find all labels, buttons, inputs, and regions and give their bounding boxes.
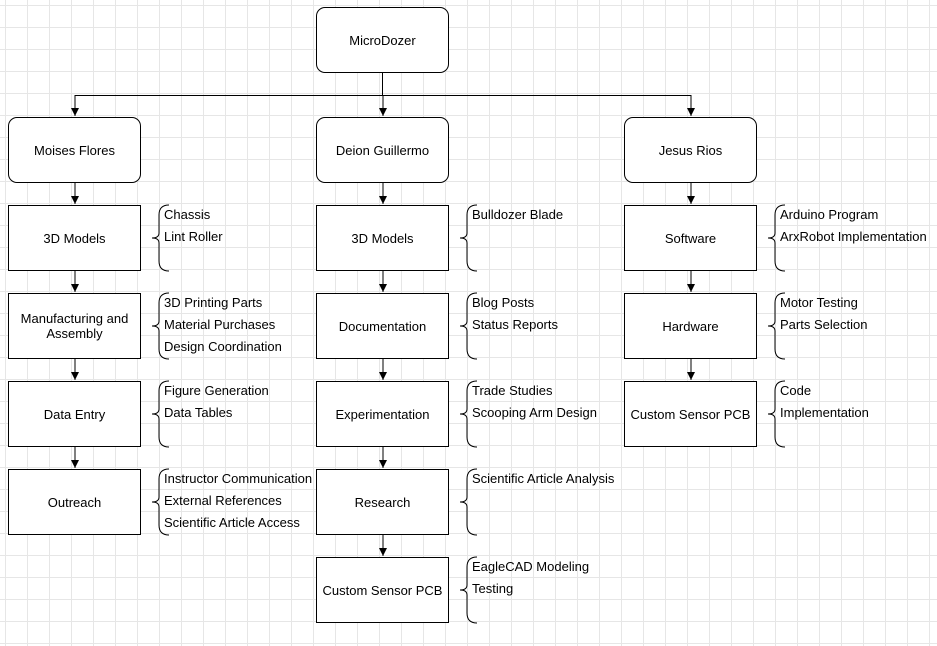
annotation-item: Instructor Communication	[164, 471, 313, 486]
annotation-item: Arduino Program	[780, 207, 879, 222]
annotation-brace	[151, 380, 170, 448]
annotation-brace	[767, 380, 786, 448]
annotation-item: Chassis	[164, 207, 211, 222]
annotation-item: EagleCAD Modeling	[472, 559, 590, 574]
annotation-item: Parts Selection	[780, 317, 868, 332]
annotation-item: Blog Posts	[472, 295, 535, 310]
member-node[interactable]: Jesus Rios	[624, 117, 757, 183]
annotation-brace	[459, 292, 478, 360]
task-node[interactable]: Outreach	[8, 469, 141, 535]
task-node[interactable]: Custom Sensor PCB	[624, 381, 757, 447]
annotation-item: Design Coordination	[164, 339, 282, 354]
annotation-item: ArxRobot Implementation	[780, 229, 927, 244]
task-node[interactable]: Research	[316, 469, 449, 535]
annotation-list: Bulldozer Blade	[472, 204, 563, 226]
annotation-item: 3D Printing Parts	[164, 295, 263, 310]
annotation-item: Lint Roller	[164, 229, 223, 244]
annotation-item: External References	[164, 493, 282, 508]
annotation-item: Testing	[472, 581, 514, 596]
annotation-item: Code	[780, 383, 812, 398]
annotation-brace	[767, 292, 786, 360]
annotation-brace	[459, 204, 478, 272]
root-node[interactable]: MicroDozer	[316, 7, 449, 73]
annotation-brace	[151, 468, 170, 536]
annotation-brace	[767, 204, 786, 272]
annotation-list: Scientific Article Analysis	[472, 468, 614, 490]
annotation-item: Status Reports	[472, 317, 558, 332]
task-node[interactable]: Custom Sensor PCB	[316, 557, 449, 623]
annotation-item: Bulldozer Blade	[472, 207, 564, 222]
annotation-item: Trade Studies	[472, 383, 553, 398]
annotation-brace	[459, 468, 478, 536]
annotation-item: Motor Testing	[780, 295, 858, 310]
annotation-item: Data Tables	[164, 405, 233, 420]
member-node[interactable]: Deion Guillermo	[316, 117, 449, 183]
task-node[interactable]: 3D Models	[316, 205, 449, 271]
task-node[interactable]: Documentation	[316, 293, 449, 359]
annotation-item: Figure Generation	[164, 383, 269, 398]
task-node[interactable]: Software	[624, 205, 757, 271]
task-node[interactable]: 3D Models	[8, 205, 141, 271]
annotation-brace	[459, 556, 478, 624]
task-node[interactable]: Experimentation	[316, 381, 449, 447]
annotation-item: Implementation	[780, 405, 869, 420]
task-node[interactable]: Data Entry	[8, 381, 141, 447]
annotation-brace	[459, 380, 478, 448]
annotation-item: Scooping Arm Design	[472, 405, 598, 420]
task-node[interactable]: Hardware	[624, 293, 757, 359]
annotation-brace	[151, 292, 170, 360]
member-node[interactable]: Moises Flores	[8, 117, 141, 183]
annotation-item: Scientific Article Access	[164, 515, 300, 530]
annotation-brace	[151, 204, 170, 272]
annotation-item: Material Purchases	[164, 317, 276, 332]
annotation-item: Scientific Article Analysis	[472, 471, 615, 486]
task-node[interactable]: Manufacturing and Assembly	[8, 293, 141, 359]
